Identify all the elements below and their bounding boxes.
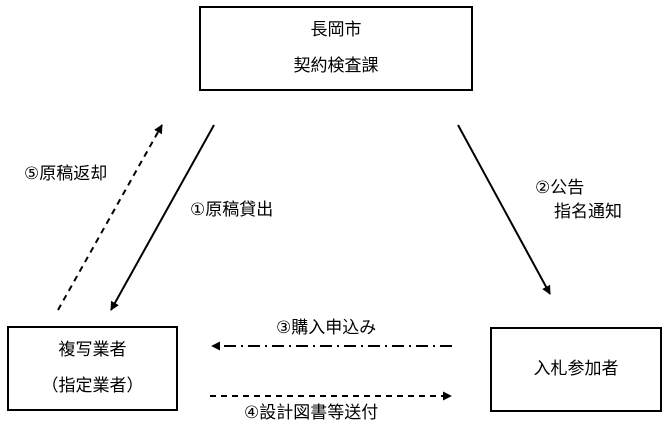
edge-step2-arrow	[457, 124, 551, 295]
edge-step5-label: ⑤原稿返却	[24, 164, 108, 184]
node-bidder: 入札参加者	[490, 327, 662, 412]
edge-step2-label-line2: 指名通知	[554, 202, 622, 222]
node-copy-vendor-line1: 複写業者	[58, 340, 127, 360]
edge-step5-arrow	[57, 124, 163, 311]
edge-step3-label: ③購入申込み	[276, 318, 377, 338]
edge-step1-label: ①原稿貸出	[190, 200, 274, 220]
node-city-line2: 契約検査課	[293, 56, 379, 76]
edge-step1-arrow	[110, 124, 215, 311]
node-city-line1: 長岡市	[310, 20, 362, 40]
node-copy-vendor: 複写業者 （指定業者）	[7, 326, 178, 411]
edge-step4-label: ④設計図書等送付	[244, 403, 379, 423]
node-city-contract-inspection: 長岡市 契約検査課	[199, 6, 473, 91]
node-bidder-label: 入札参加者	[533, 359, 619, 379]
node-copy-vendor-line2: （指定業者）	[41, 376, 144, 396]
edge-step2-label-line1: ②公告	[535, 178, 585, 198]
